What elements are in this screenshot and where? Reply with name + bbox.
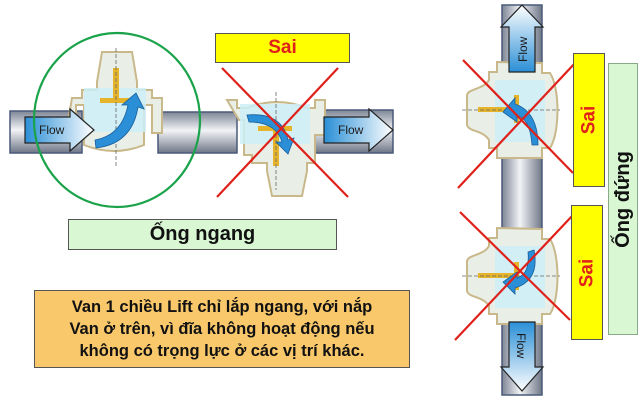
pipe-vertical-middle <box>501 149 543 239</box>
wrong-label-vertical-bottom: Sai <box>571 205 603 340</box>
flow-arrow-up-icon: Flow <box>499 4 545 73</box>
explanation-note: Van 1 chiều Lift chỉ lắp ngang, với nắp … <box>34 290 410 368</box>
valve-wrong-vertical-bottom <box>462 226 560 325</box>
flow-arrow-right-icon: Flow <box>323 107 394 153</box>
flow-label: Flow <box>39 123 65 137</box>
section-label-text: Ống ngang <box>149 223 256 245</box>
section-label-horizontal: Ống ngang <box>68 219 337 250</box>
wrong-label-text: Sai <box>576 258 597 287</box>
note-line: Van 1 chiều Lift chỉ lắp ngang, với nắp <box>71 298 373 316</box>
flow-arrow-down-icon: Flow <box>499 321 545 392</box>
wrong-cross-icon <box>216 67 349 198</box>
section-label-vertical: Ống đứng <box>608 63 638 335</box>
flow-label: Flow <box>514 333 528 359</box>
section-label-text: Ống đứng <box>611 150 634 248</box>
note-line: Van ở trên, vì đĩa không hoạt động nếu <box>69 320 375 338</box>
wrong-label-horizontal: Sai <box>215 33 350 63</box>
flow-label: Flow <box>338 123 364 137</box>
wrong-label-text: Sai <box>578 105 599 135</box>
wrong-label-vertical-top: Sai <box>573 53 605 187</box>
note-line: không có trọng lực ở các vị trí khác. <box>79 342 365 360</box>
flow-arrow-left-icon: Flow <box>24 107 95 153</box>
flow-curve-arrow-icon <box>94 92 145 149</box>
valve-wrong-horizontal <box>225 92 326 197</box>
wrong-cross-icon <box>454 59 577 341</box>
wrong-label-text: Sai <box>268 37 297 58</box>
pipe-middle <box>157 111 238 154</box>
flow-label: Flow <box>516 36 530 62</box>
correct-circle <box>32 31 202 209</box>
